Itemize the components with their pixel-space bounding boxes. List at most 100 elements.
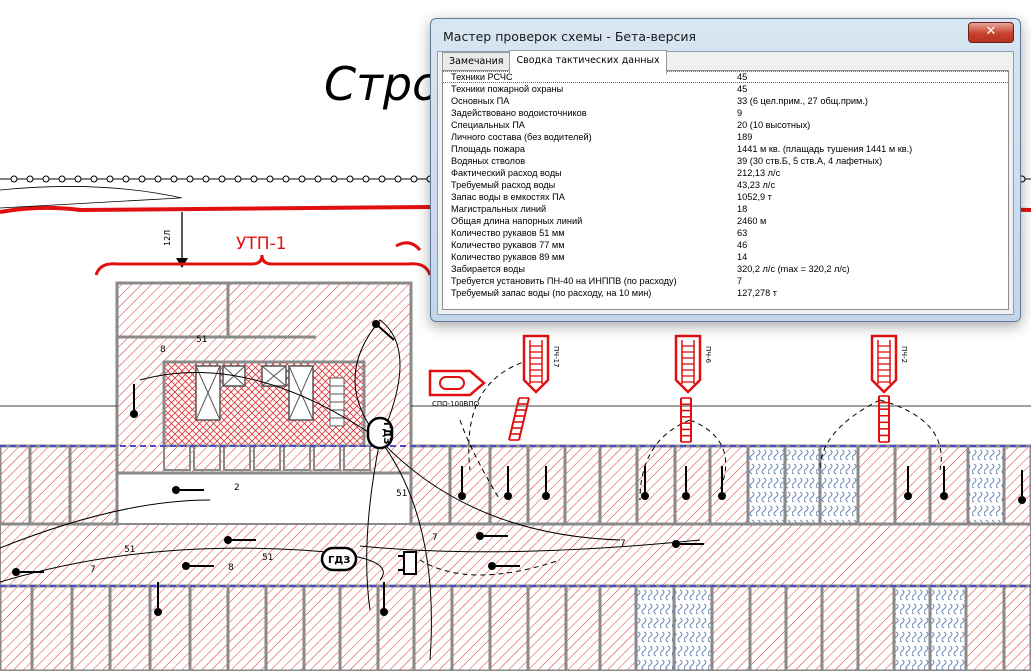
list-item-value: 9: [737, 108, 743, 118]
list-item-value: 1052,9 т: [737, 192, 772, 202]
boundary-marker: [202, 175, 210, 183]
nozzle-icon: [641, 492, 649, 500]
tab-tactical-summary[interactable]: Сводка тактических данных: [509, 50, 667, 74]
fire-truck-ladder[interactable]: ПЧ-17: [508, 334, 560, 441]
boundary-marker: [90, 175, 98, 183]
boundary-marker: [378, 175, 386, 183]
list-item-value: 63: [737, 228, 748, 238]
boundary-marker: [42, 175, 50, 183]
fire-truck-ladder[interactable]: ПЧ-6: [674, 334, 712, 443]
room: [784, 584, 824, 671]
boundary-marker: [298, 175, 306, 183]
boundary-marker: [282, 175, 290, 183]
nozzle-icon: [476, 532, 484, 540]
list-item-value: 320,2 л/с (max = 320,2 л/с): [737, 264, 850, 274]
list-item-label: Общая длина напорных линий: [451, 216, 583, 226]
nozzle-icon: [130, 410, 138, 418]
room: [966, 444, 1006, 526]
list-item[interactable]: Личного состава (без водителей)189: [443, 131, 1008, 143]
list-item-label: Площадь пожара: [451, 144, 526, 154]
room: [343, 445, 371, 471]
nozzle-icon: [904, 492, 912, 500]
vehicle-spo[interactable]: СПО-100ВПО: [428, 369, 486, 408]
boundary-marker: [74, 175, 82, 183]
nozzle-stem: [375, 323, 395, 341]
room: [564, 584, 602, 671]
room: [634, 584, 676, 671]
room: [148, 584, 192, 671]
room: [748, 584, 788, 671]
utp-brace: [94, 254, 432, 276]
close-button[interactable]: ✕: [968, 22, 1014, 43]
room: [283, 445, 311, 471]
list-item-value: 33 (6 цел.прим., 27 общ.прим.): [737, 96, 868, 106]
room: [226, 584, 268, 671]
boundary-marker: [26, 175, 34, 183]
room: [783, 444, 822, 526]
room: [710, 584, 752, 671]
nozzle-group: [12, 320, 1026, 616]
room: [223, 445, 251, 471]
list-item[interactable]: Требуемый запас воды (по расходу, на 10 …: [443, 287, 1008, 299]
room: [28, 444, 72, 526]
boundary-marker: [250, 175, 258, 183]
list-item-label: Требуется установить ПН-40 на ИНППВ (по …: [451, 276, 677, 286]
list-item[interactable]: Требуется установить ПН-40 на ИНППВ (по …: [443, 275, 1008, 287]
list-item-label: Основных ПА: [451, 96, 510, 106]
fire-truck-ladder[interactable]: ПЧ-2: [870, 334, 908, 443]
room: [635, 444, 677, 526]
room: [163, 445, 191, 471]
room: [818, 444, 860, 526]
room: [412, 584, 454, 671]
room: [70, 584, 112, 671]
room: [928, 444, 970, 526]
nozzle-icon: [682, 492, 690, 500]
room: [313, 445, 341, 471]
hose-number-6: 51: [262, 553, 273, 563]
gdz-label-upper: ГДЗ: [381, 422, 392, 444]
nozzle-icon: [1018, 496, 1026, 504]
list-item-value: 20 (10 высотных): [737, 120, 811, 130]
nozzle-icon: [182, 562, 190, 570]
room: [450, 584, 492, 671]
list-item[interactable]: Основных ПА 33 (6 цел.прим., 27 общ.прим.…: [443, 95, 1008, 107]
gdz-badge-upper[interactable]: ГДЗ: [366, 416, 394, 450]
list-item-label: Количество рукавов 51 мм: [451, 228, 565, 238]
room: [892, 584, 932, 671]
hose-number-10: 7: [432, 533, 438, 543]
list-item-value: 18: [737, 204, 748, 214]
corridor-band: [0, 523, 1031, 587]
list-item-label: Магистральных линий: [451, 204, 547, 214]
list-item-label: Требуемый запас воды (по расходу, на 10 …: [451, 288, 652, 298]
boundary-marker: [122, 175, 130, 183]
tab-remarks[interactable]: Замечания: [442, 52, 511, 72]
list-item[interactable]: Магистральных линий 18: [443, 203, 1008, 215]
list-item-label: Водяных стволов: [451, 156, 526, 166]
gdz-badge-lower[interactable]: ГДЗ: [320, 546, 358, 572]
room: [928, 584, 968, 671]
room: [30, 584, 74, 671]
boundary-marker: [58, 175, 66, 183]
boundary-marker: [410, 175, 418, 183]
utp-label: УТП-1: [236, 234, 286, 254]
list-item-label: Требуемый расход воды: [451, 180, 556, 190]
room: [1002, 444, 1031, 526]
nozzle-icon: [718, 492, 726, 500]
room: [108, 584, 152, 671]
nozzle-icon: [154, 608, 162, 616]
list-item[interactable]: Количество рукавов 51 мм 63: [443, 227, 1008, 239]
